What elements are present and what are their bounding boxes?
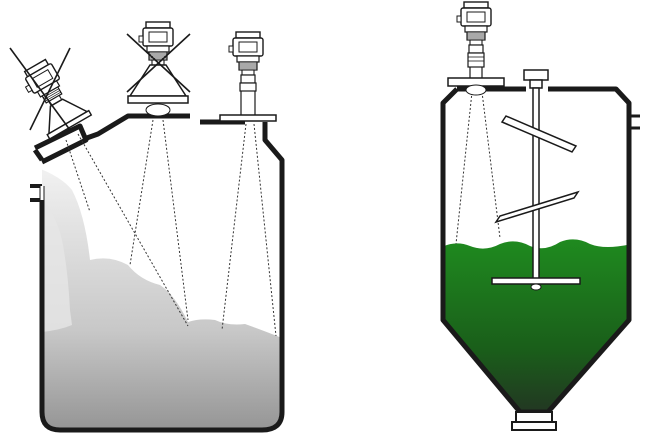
tilted-radar-sensor [17, 57, 93, 140]
cross-mark-icon [9, 47, 71, 131]
right-tank [440, 1, 640, 431]
flanged-radar-sensor [127, 21, 189, 117]
tank-radar-sensor [447, 1, 505, 96]
left-silo [9, 21, 285, 433]
left-silo-outline [39, 122, 285, 433]
right-radar-sensor [219, 31, 277, 122]
cross-mark-icon [126, 33, 191, 93]
left-beams [65, 119, 277, 337]
right-beams [455, 91, 501, 245]
powder-fill [35, 165, 282, 430]
agitator [491, 69, 581, 291]
